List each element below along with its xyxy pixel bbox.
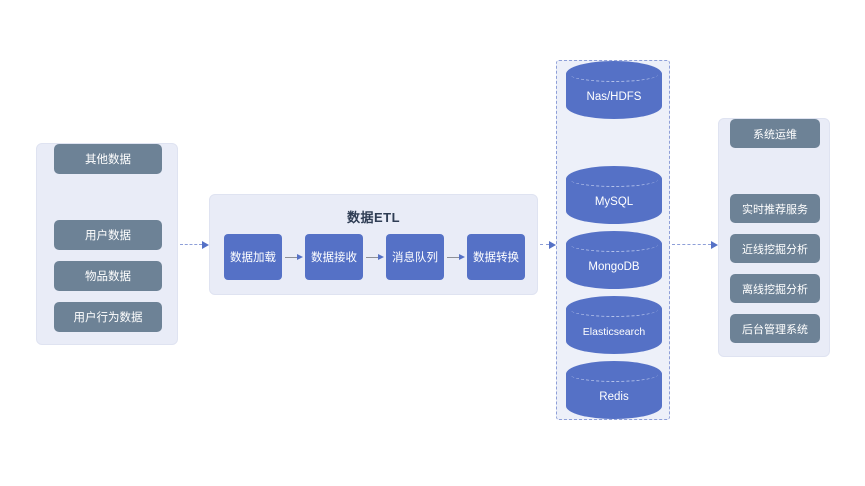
storage-cylinder-elasticsearch[interactable]: Elasticsearch: [566, 296, 662, 354]
storage-label-nas-hdfs: Nas/HDFS: [586, 90, 642, 103]
etl-arrow-icon-3: [445, 253, 466, 262]
business-processing-panel: 业务处理 实时推荐服务 近线挖掘分析 离线挖掘分析 后台管理系统 系统运维: [718, 118, 830, 357]
etl-step-row: 数据加载 数据接收 消息队列 数据转换: [224, 234, 525, 280]
connector-line: [540, 244, 549, 245]
data-etl-panel: 数据ETL 数据加载 数据接收 消息队列 数据转换: [209, 194, 538, 295]
business-item-realtime-recommendation[interactable]: 实时推荐服务: [730, 194, 820, 223]
source-item-other-data[interactable]: 其他数据: [54, 144, 162, 174]
source-item-item-data[interactable]: 物品数据: [54, 261, 162, 291]
connector-source-to-etl: [180, 240, 209, 250]
connector-line: [180, 244, 202, 245]
connector-line: [672, 244, 711, 245]
etl-arrow-icon-2: [364, 253, 385, 262]
cylinder-top-arc: [570, 302, 658, 317]
arrowhead-icon: [711, 241, 718, 249]
business-item-nearline-mining[interactable]: 近线挖掘分析: [730, 234, 820, 263]
etl-step-message-queue[interactable]: 消息队列: [386, 234, 444, 280]
business-item-offline-mining[interactable]: 离线挖掘分析: [730, 274, 820, 303]
cylinder-top-arc: [570, 367, 658, 382]
business-item-admin-system[interactable]: 后台管理系统: [730, 314, 820, 343]
business-item-system-ops[interactable]: 系统运维: [730, 119, 820, 148]
data-etl-title: 数据ETL: [346, 210, 401, 225]
cylinder-top-arc: [570, 172, 658, 187]
data-storage-panel: 数据储存 MySQL MongoDB Elasticsearch Redis N…: [556, 60, 670, 420]
etl-step-data-receive[interactable]: 数据接收: [305, 234, 363, 280]
connector-etl-to-storage: [540, 240, 556, 250]
source-data-panel: 源数据 用户数据 物品数据 用户行为数据 其他数据: [36, 143, 178, 345]
arrowhead-icon: [202, 241, 209, 249]
storage-label-elasticsearch: Elasticsearch: [582, 325, 646, 338]
connector-storage-to-business: [672, 240, 718, 250]
cylinder-top-arc: [570, 237, 658, 252]
etl-step-data-load[interactable]: 数据加载: [224, 234, 282, 280]
source-item-user-behavior-data[interactable]: 用户行为数据: [54, 302, 162, 332]
storage-cylinder-mysql[interactable]: MySQL: [566, 166, 662, 224]
etl-arrow-icon-1: [283, 253, 304, 262]
storage-label-mysql: MySQL: [594, 195, 634, 208]
storage-cylinder-nas-hdfs[interactable]: Nas/HDFS: [566, 61, 662, 119]
storage-label-mongodb: MongoDB: [588, 260, 640, 273]
storage-cylinder-mongodb[interactable]: MongoDB: [566, 231, 662, 289]
etl-step-data-transform[interactable]: 数据转换: [467, 234, 525, 280]
storage-cylinder-redis[interactable]: Redis: [566, 361, 662, 419]
arrowhead-icon: [549, 241, 556, 249]
cylinder-top-arc: [570, 67, 658, 82]
source-item-user-data[interactable]: 用户数据: [54, 220, 162, 250]
storage-label-redis: Redis: [599, 390, 629, 403]
